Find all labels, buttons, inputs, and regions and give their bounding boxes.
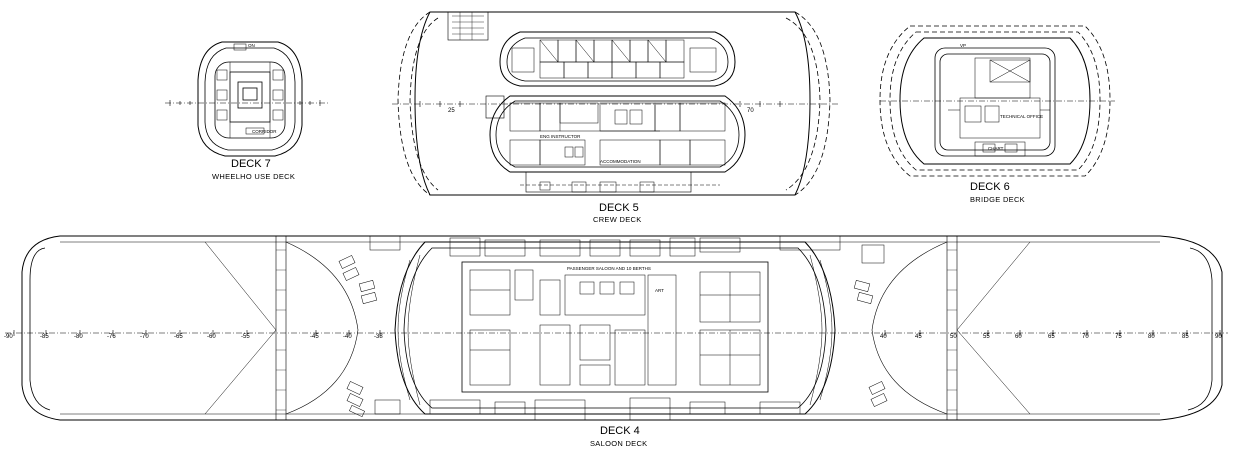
- deck4-plan: PASSENGER SALOON AND 10 BERTHS ART: [5, 235, 1228, 421]
- deck6-label-chart: CHART: [988, 146, 1004, 151]
- scale-label: 50: [950, 334, 957, 340]
- deck7-label-on: ON: [248, 43, 255, 48]
- deck6-label-tech: TECHNICAL OFFICE: [1000, 114, 1043, 119]
- deck4-label-saloon: PASSENGER SALOON AND 10 BERTHS: [567, 266, 651, 271]
- deck7-plan: ON CORRIDOR: [165, 41, 330, 157]
- deck5-label-accom: ACCOMMODATION: [600, 159, 641, 164]
- deck5-label-eng: ENG INSTRUCTOR: [540, 134, 581, 139]
- deck6-plan: TECHNICAL OFFICE CHART VP: [879, 25, 1115, 177]
- deck7-subtitle: WHEELHO USE DECK: [212, 172, 295, 181]
- scale-label: 40: [880, 334, 887, 340]
- scale-label: 90: [1215, 334, 1222, 340]
- deck5-title: DECK 5: [599, 202, 639, 214]
- scale-label: 85: [1182, 334, 1189, 340]
- scale-label: -38: [374, 334, 383, 340]
- scale-label: -80: [74, 334, 83, 340]
- deck5-subtitle: CREW DECK: [593, 215, 642, 224]
- deck4-scale-ticks: [13, 330, 1221, 336]
- deck7-title: DECK 7: [231, 158, 271, 170]
- scale-label: 70: [1082, 334, 1089, 340]
- deck5-scale-ticks: [419, 101, 781, 107]
- scale-label: 60: [1015, 334, 1022, 340]
- scale-label: -65: [174, 334, 183, 340]
- deck6-title: DECK 6: [970, 181, 1010, 193]
- deck7-scale-ticks: [169, 100, 321, 106]
- scale-label: 45: [915, 334, 922, 340]
- scale-label: -60: [207, 334, 216, 340]
- scale-label: -70: [140, 334, 149, 340]
- scale-label: -55: [241, 334, 250, 340]
- scale-label: -85: [40, 334, 49, 340]
- scale-label: -90: [4, 334, 13, 340]
- scale-label: -40: [343, 334, 352, 340]
- deck4-label-art: ART: [655, 288, 664, 293]
- deck6-subtitle: BRIDGE DECK: [970, 195, 1025, 204]
- scale-label: -76: [107, 334, 116, 340]
- scale-label: -45: [310, 334, 319, 340]
- scale-label: 80: [1148, 334, 1155, 340]
- scale-label: 55: [983, 334, 990, 340]
- scale-label: 75: [1115, 334, 1122, 340]
- deck5-scale-a: 25: [448, 108, 455, 114]
- deck7-label-corridor: CORRIDOR: [252, 129, 277, 134]
- deck4-title: DECK 4: [600, 425, 640, 437]
- deck5-plan: ENG INSTRUCTOR ACCOMMODATION 25 70: [392, 11, 840, 196]
- deck4-frame-scale-labels: -90 -85 -80 -76 -70 -65 -60 -55 -45 -40 …: [4, 334, 1222, 340]
- deck4-subtitle: SALOON DECK: [590, 439, 647, 448]
- deck5-scale-b: 70: [747, 108, 754, 114]
- deck6-label-vp: VP: [960, 43, 966, 48]
- scale-label: 65: [1048, 334, 1055, 340]
